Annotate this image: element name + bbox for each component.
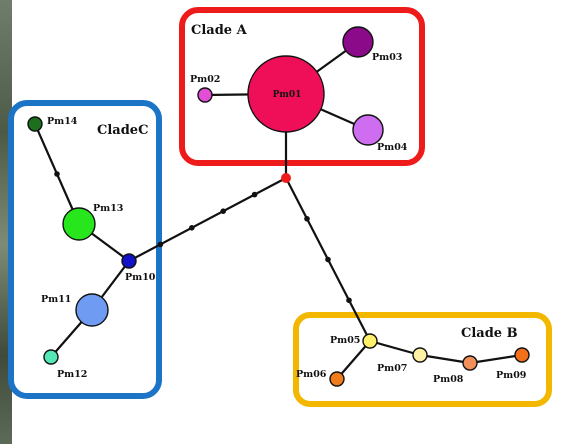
haplotype-label-pm09: Pm09 <box>496 370 527 381</box>
clade-c-title: CladeC <box>97 123 148 138</box>
haplotype-node-pm02 <box>197 87 213 103</box>
haplotype-label-pm14: Pm14 <box>47 116 78 127</box>
edge-pm08-pm09 <box>469 353 523 365</box>
haplotype-node-pm01 <box>247 55 325 133</box>
haplotype-label-pm08: Pm08 <box>433 374 464 385</box>
haplotype-nodes <box>27 26 530 387</box>
haplotype-node-pm05 <box>362 333 378 349</box>
mutation-step-dot <box>189 225 195 231</box>
haplotype-node-pm13 <box>62 207 96 241</box>
haplotype-node-pm10 <box>121 253 137 269</box>
clade-a-title: Clade A <box>191 23 248 38</box>
clade-b-title: Clade B <box>461 326 518 341</box>
haplotype-label-pm07: Pm07 <box>377 363 407 374</box>
mutation-step-dot <box>346 297 352 304</box>
haplotype-node-pm06 <box>329 371 345 387</box>
clade-a-box <box>179 7 425 166</box>
clade-c-box <box>8 100 162 399</box>
edge-pm05-pm07 <box>369 339 421 357</box>
haplotype-node-pm12 <box>43 349 59 365</box>
haplotype-label-pm05: Pm05 <box>330 335 360 346</box>
haplotype-label-pm12: Pm12 <box>57 369 87 380</box>
mutation-step-dot <box>220 208 226 214</box>
haplotype-label-pm13: Pm13 <box>93 203 123 214</box>
edge-pm07-pm08 <box>419 353 471 365</box>
mutation-step-dot <box>325 256 331 263</box>
haplotype-label-pm06: Pm06 <box>296 369 327 380</box>
haplotype-node-pm11 <box>75 293 109 327</box>
mutation-step-dot <box>304 215 310 222</box>
haplotype-node-pm07 <box>412 347 428 363</box>
mutation-steps <box>54 171 352 304</box>
haplotype-label-pm11: Pm11 <box>41 294 71 305</box>
edge-mv1-pm10 <box>128 177 287 262</box>
clade-b-box <box>293 312 552 407</box>
haplotype-label-pm02: Pm02 <box>190 74 220 85</box>
haplotype-node-pm04 <box>352 114 384 146</box>
haplotype-label-pm01: Pm01 <box>273 90 302 100</box>
haplotype-node-pm03 <box>342 26 374 58</box>
edge-pm05-pm06 <box>336 340 371 380</box>
haplotype-node-pm08 <box>462 355 478 371</box>
mutation-step-dot <box>157 241 164 248</box>
haplotype-node-pm14 <box>27 116 43 132</box>
haplotype-node-pm09 <box>514 347 530 363</box>
mutation-step-dot <box>251 191 258 198</box>
median-vector-node <box>281 173 291 183</box>
haplotype-label-pm03: Pm03 <box>372 52 402 63</box>
mutation-step-dot <box>54 171 60 177</box>
haplotype-label-pm10: Pm10 <box>125 272 156 283</box>
haplotype-label-pm04: Pm04 <box>377 142 408 153</box>
